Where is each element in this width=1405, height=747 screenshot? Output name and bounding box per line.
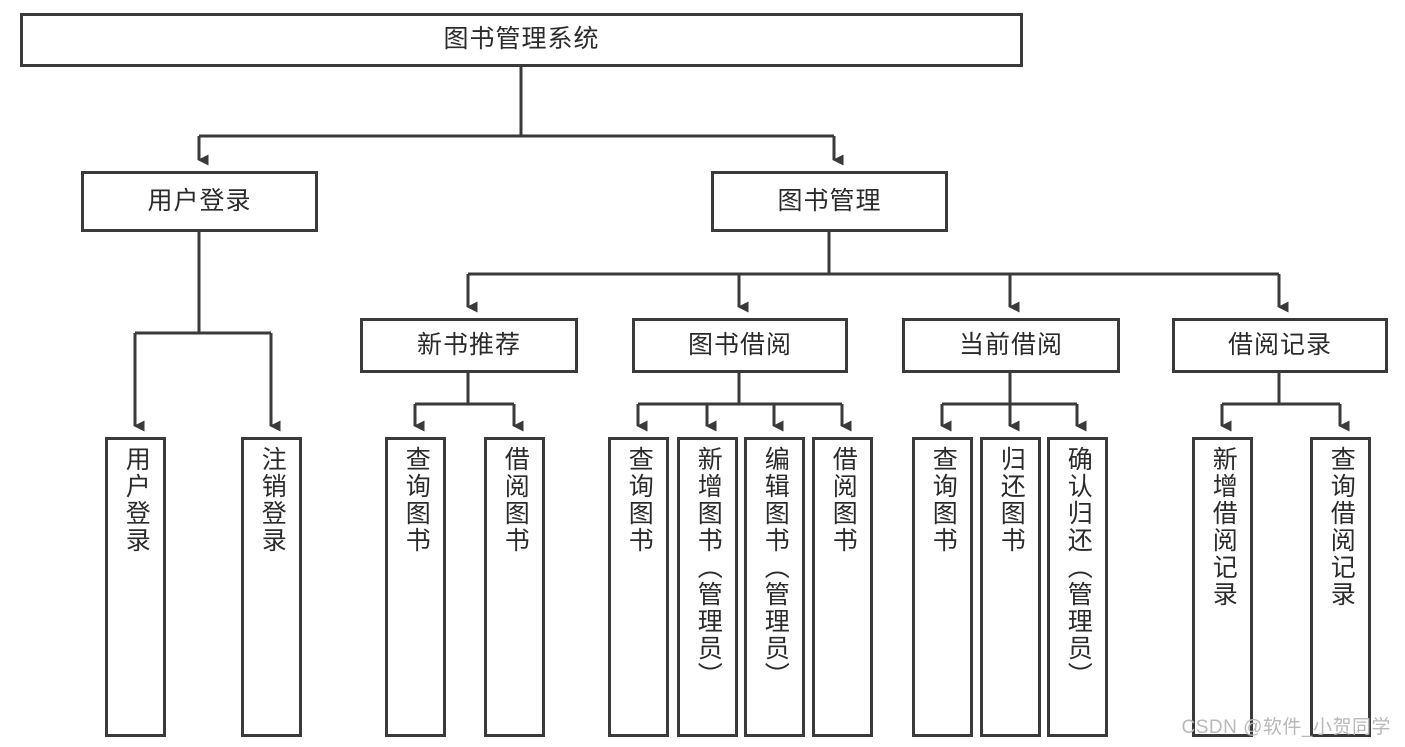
node-user-login[interactable]: 用户登录 [81, 171, 318, 232]
leaf-user-login-login-label: 用户登录 [122, 446, 151, 554]
leaf-user-login-login[interactable]: 用户登录 [105, 437, 166, 737]
leaf-current-borrow-return-label: 归还图书 [997, 446, 1026, 554]
node-book-management[interactable]: 图书管理 [711, 171, 948, 232]
node-new-book-recommend[interactable]: 新书推荐 [360, 318, 578, 373]
node-root-system-label: 图书管理系统 [443, 25, 600, 54]
leaf-current-borrow-return[interactable]: 归还图书 [980, 437, 1041, 737]
leaf-book-borrow-borrow[interactable]: 借阅图书 [812, 437, 873, 737]
leaf-book-borrow-add-label: 新增图书（管理员） [694, 446, 723, 689]
leaf-new-book-borrow[interactable]: 借阅图书 [484, 437, 545, 737]
leaf-user-login-logout-label: 注销登录 [258, 446, 287, 554]
node-book-management-label: 图书管理 [777, 186, 882, 215]
leaf-book-borrow-query[interactable]: 查询图书 [608, 437, 669, 737]
leaf-borrow-record-query[interactable]: 查询借阅记录 [1310, 437, 1371, 737]
leaf-book-borrow-borrow-label: 借阅图书 [829, 446, 858, 554]
leaf-user-login-logout[interactable]: 注销登录 [241, 437, 302, 737]
leaf-book-borrow-add[interactable]: 新增图书（管理员） [677, 437, 738, 737]
node-current-borrow[interactable]: 当前借阅 [902, 318, 1120, 373]
leaf-current-borrow-confirm-return-label: 确认归还（管理员） [1064, 446, 1093, 689]
leaf-new-book-query[interactable]: 查询图书 [385, 437, 446, 737]
node-new-book-recommend-label: 新书推荐 [416, 330, 521, 359]
leaf-book-borrow-query-label: 查询图书 [625, 446, 654, 554]
leaf-current-borrow-query[interactable]: 查询图书 [912, 437, 973, 737]
leaf-book-borrow-edit-label: 编辑图书（管理员） [761, 446, 790, 689]
node-root-system[interactable]: 图书管理系统 [20, 13, 1023, 67]
leaf-current-borrow-query-label: 查询图书 [929, 446, 958, 554]
leaf-current-borrow-confirm-return[interactable]: 确认归还（管理员） [1047, 437, 1108, 737]
node-book-borrow-label: 图书借阅 [687, 330, 792, 359]
node-borrow-record-label: 借阅记录 [1227, 330, 1332, 359]
leaf-book-borrow-edit[interactable]: 编辑图书（管理员） [744, 437, 805, 737]
node-borrow-record[interactable]: 借阅记录 [1172, 318, 1388, 373]
node-current-borrow-label: 当前借阅 [958, 330, 1063, 359]
leaf-borrow-record-add[interactable]: 新增借阅记录 [1192, 437, 1253, 737]
leaf-borrow-record-query-label: 查询借阅记录 [1327, 446, 1356, 608]
leaf-new-book-query-label: 查询图书 [402, 446, 431, 554]
leaf-borrow-record-add-label: 新增借阅记录 [1209, 446, 1238, 608]
node-book-borrow[interactable]: 图书借阅 [632, 318, 848, 373]
leaf-new-book-borrow-label: 借阅图书 [501, 446, 530, 554]
watermark: CSDN @软件_小贺同学 [1181, 717, 1391, 738]
node-user-login-label: 用户登录 [147, 186, 252, 215]
